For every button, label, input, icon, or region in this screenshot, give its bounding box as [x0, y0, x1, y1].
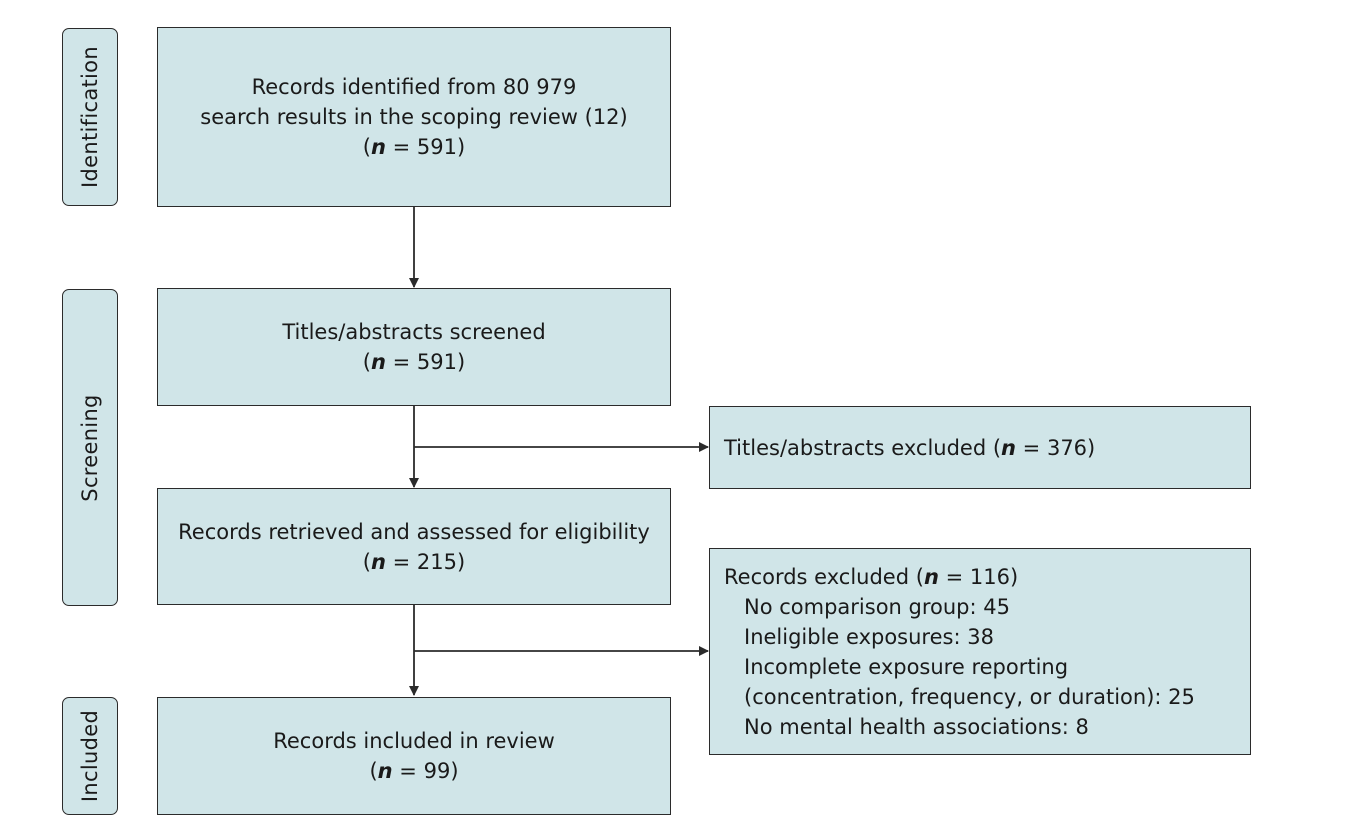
retrieved-line1: Records retrieved and assessed for eligi…	[178, 519, 650, 544]
records-excluded-header: Records excluded (n = 116)	[724, 564, 1019, 589]
abstracts-excluded-n-value: 376	[1046, 435, 1088, 460]
included-n-value: 99	[423, 759, 451, 783]
box-abstracts-excluded: Titles/abstracts excluded (n = 376)	[709, 406, 1251, 489]
records-excluded-n-value: 116	[969, 564, 1010, 589]
retrieved-n-value: 215	[416, 549, 457, 574]
n-symbol: n	[377, 759, 393, 783]
exclusion-reason: Incomplete exposure reporting	[744, 654, 1069, 679]
n-symbol: n	[371, 549, 386, 574]
n-symbol: n	[371, 350, 386, 374]
stage-screening: Screening	[62, 289, 118, 606]
box-titles-screened: Titles/abstracts screened (n = 591)	[157, 288, 671, 406]
identified-n-value: 591	[416, 135, 457, 159]
exclusion-reason: (concentration, frequency, or duration):…	[744, 684, 1195, 709]
included-n: (n = 99)	[369, 759, 459, 783]
n-symbol: n	[371, 135, 386, 159]
exclusion-reason: No mental health associations: 8	[744, 714, 1089, 739]
box-records-identified: Records identified from 80 979 search re…	[157, 27, 671, 207]
screened-n: (n = 591)	[362, 350, 466, 374]
box-records-included: Records included in review (n = 99)	[157, 697, 671, 815]
screened-n-value: 591	[416, 350, 457, 374]
identified-line1: Records identified from 80 979	[251, 75, 577, 99]
box-records-retrieved: Records retrieved and assessed for eligi…	[157, 488, 671, 605]
included-line1: Records included in review	[273, 729, 555, 753]
stage-included: Included	[62, 697, 118, 815]
n-symbol: n	[1001, 435, 1016, 460]
abstracts-excluded-text: Titles/abstracts excluded (n = 376)	[724, 435, 1096, 460]
exclusion-reason: No comparison group: 45	[744, 594, 1010, 619]
n-symbol: n	[923, 564, 939, 589]
identified-n: (n = 591)	[362, 135, 466, 159]
abstracts-excluded-label: Titles/abstracts excluded	[724, 435, 987, 460]
exclusion-reason: Ineligible exposures: 38	[744, 624, 994, 649]
records-excluded-label: Records excluded	[724, 564, 910, 589]
identified-line2: search results in the scoping review (12…	[200, 105, 628, 129]
retrieved-n: (n = 215)	[362, 549, 466, 574]
screened-line1: Titles/abstracts screened	[282, 320, 546, 344]
stage-identification: Identification	[62, 28, 118, 206]
box-records-excluded: Records excluded (n = 116) No comparison…	[709, 548, 1251, 755]
